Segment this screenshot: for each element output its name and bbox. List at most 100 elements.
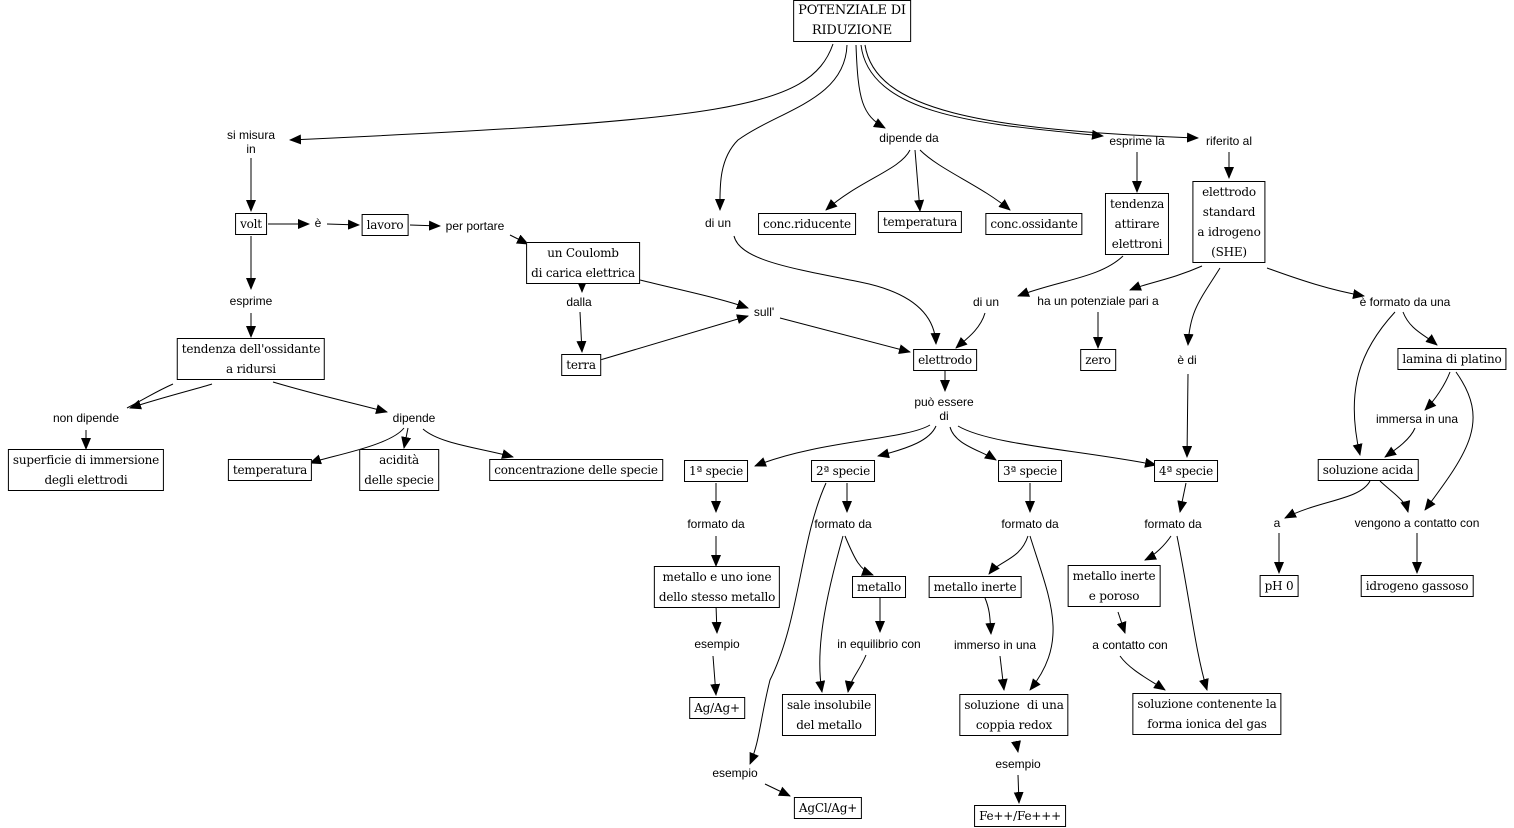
connector-arrow: [1379, 480, 1411, 513]
concept-temperatura-1[interactable]: temperatura: [877, 211, 963, 233]
connector-arrow: [409, 220, 441, 231]
connector-arrow: [422, 428, 514, 459]
connector-arrow: [1182, 373, 1193, 458]
concept-4a-specie[interactable]: 4ª specie: [1154, 460, 1218, 482]
connector-arrow: [754, 424, 931, 467]
connector-arrow: [733, 235, 941, 345]
connector-arrow: [997, 655, 1008, 691]
concept-temperatura-2[interactable]: temperatura: [227, 459, 313, 481]
concept-sale-insolubile[interactable]: sale insolubile del metallo: [781, 694, 877, 736]
link-formato-da-4[interactable]: formato da: [1144, 517, 1202, 531]
concept-metallo-e-ione[interactable]: metallo e uno ione dello stesso metallo: [653, 566, 781, 608]
link-esempio-3[interactable]: esempio: [995, 757, 1041, 771]
link-e-formato-da-una[interactable]: è formato da una: [1359, 295, 1451, 309]
concept-2a-specie[interactable]: 2ª specie: [811, 460, 875, 482]
connector-arrow: [1129, 265, 1203, 291]
connector-arrow: [1144, 535, 1172, 561]
link-riferito-al[interactable]: riferito al: [1205, 134, 1253, 148]
concept-tendenza-ossidante[interactable]: tendenza dell'ossidante a ridursi: [176, 338, 326, 380]
connector-arrow: [1402, 311, 1438, 346]
connector-arrow: [1011, 740, 1021, 753]
link-e-di[interactable]: è di: [1177, 353, 1197, 367]
connector-arrow: [509, 234, 529, 245]
link-immerso-in-una[interactable]: immerso in una: [953, 638, 1037, 652]
concept-lavoro[interactable]: lavoro: [361, 214, 409, 236]
connector-arrow: [919, 149, 1011, 211]
connector-arrow: [825, 149, 911, 211]
link-in-equilibrio-con[interactable]: in equilibrio con: [837, 637, 921, 651]
link-immersa-in-una[interactable]: immersa in una: [1375, 412, 1459, 426]
concept-soluzione-acida[interactable]: soluzione acida: [1317, 459, 1419, 481]
connector-arrow: [779, 317, 911, 355]
link-di-un-1[interactable]: di un: [704, 216, 732, 230]
concept-lamina-platino[interactable]: lamina di platino: [1397, 348, 1507, 370]
concept-tendenza-attirare-elettroni[interactable]: tendenza attirare elettroni: [1104, 193, 1170, 255]
link-dipende-da[interactable]: dipende da: [879, 131, 939, 145]
concept-volt[interactable]: volt: [235, 213, 267, 235]
connector-arrow: [1352, 311, 1396, 456]
link-esempio-2[interactable]: esempio: [712, 766, 758, 780]
concept-soluzione-forma-ionica-gas[interactable]: soluzione contenente la forma ionica del…: [1132, 693, 1282, 735]
concept-fe-fe[interactable]: Fe++/Fe+++: [974, 805, 1066, 827]
concept-zero[interactable]: zero: [1080, 349, 1116, 371]
connector-arrow: [984, 597, 996, 635]
link-esempio-1[interactable]: esempio: [694, 637, 740, 651]
concept-conc-riducente[interactable]: conc.riducente: [758, 213, 856, 235]
connector-arrow: [711, 604, 722, 634]
concept-acidita-specie[interactable]: acidità delle specie: [359, 449, 439, 491]
concept-potenziale-di-riduzione[interactable]: POTENZIALE DI RIDUZIONE: [793, 0, 911, 42]
link-a-contatto-con[interactable]: a contatto con: [1092, 638, 1168, 652]
concept-agcl-ag[interactable]: AgCl/Ag+: [793, 797, 863, 819]
concept-1a-specie[interactable]: 1ª specie: [684, 460, 748, 482]
concept-soluzione-coppia-redox[interactable]: soluzione di una coppia redox: [959, 694, 1069, 736]
connector-arrow: [764, 783, 791, 797]
connector-arrow: [1424, 371, 1474, 511]
concept-conc-ossidante[interactable]: conc.ossidante: [985, 213, 1083, 235]
link-dalla[interactable]: dalla: [566, 295, 592, 309]
connector-arrow: [914, 149, 925, 212]
concept-elettrodo[interactable]: elettrodo: [913, 349, 977, 371]
concept-un-coulomb[interactable]: un Coulomb di carica elettrica: [526, 242, 640, 284]
link-dipende[interactable]: dipende: [392, 411, 436, 425]
connector-arrow: [1177, 482, 1188, 513]
concept-metallo[interactable]: metallo: [852, 576, 906, 598]
connector-arrow: [1266, 267, 1365, 300]
link-per-portare[interactable]: per portare: [445, 219, 505, 233]
connector-arrow: [639, 279, 749, 310]
concept-idrogeno-gassoso[interactable]: idrogeno gassoso: [1360, 575, 1474, 597]
connector-arrow: [877, 425, 937, 459]
link-formato-da-3[interactable]: formato da: [1001, 517, 1059, 531]
concept-superficie-immersione[interactable]: superficie di immersione degli elettrodi: [7, 449, 165, 491]
connector-arrow: [576, 311, 587, 353]
concept-3a-specie[interactable]: 3ª specie: [998, 460, 1062, 482]
link-formato-da-2[interactable]: formato da: [814, 517, 872, 531]
link-a[interactable]: a: [1273, 516, 1281, 530]
connector-arrow: [844, 654, 867, 693]
concept-terra[interactable]: terra: [561, 354, 601, 376]
concept-ag-ag[interactable]: Ag/Ag+: [689, 697, 745, 719]
concept-elettrodo-standard-idrogeno[interactable]: elettrodo standard a idrogeno (SHE): [1192, 181, 1266, 263]
link-esprime[interactable]: esprime: [229, 294, 273, 308]
link-esprime-la[interactable]: esprime la: [1109, 134, 1165, 148]
concept-metallo-inerte-poroso[interactable]: metallo inerte e poroso: [1067, 565, 1161, 607]
connector-arrow: [815, 535, 844, 693]
link-formato-da-1[interactable]: formato da: [687, 517, 745, 531]
concept-concentrazione-specie[interactable]: concentrazione delle specie: [489, 459, 663, 481]
link-di-un-2[interactable]: di un: [972, 295, 1000, 309]
link-vengono-a-contatto[interactable]: vengono a contatto con: [1354, 516, 1480, 530]
concept-metallo-inerte[interactable]: metallo inerte: [928, 576, 1022, 598]
link-ha-un-potenziale[interactable]: ha un potenziale pari a: [1037, 294, 1159, 308]
connector-arrow: [326, 219, 360, 230]
link-si-misura-in[interactable]: si misura in: [226, 128, 276, 156]
connector-arrow: [1284, 480, 1371, 519]
link-sull[interactable]: sull': [753, 305, 775, 319]
connector-arrow: [864, 44, 1199, 143]
concept-ph-0[interactable]: pH 0: [1259, 575, 1299, 597]
link-non-dipende[interactable]: non dipende: [52, 411, 120, 425]
connector-arrow: [272, 381, 388, 414]
connector-arrow: [949, 426, 997, 461]
link-e[interactable]: è: [314, 216, 322, 230]
connector-arrow: [714, 44, 848, 211]
link-puo-essere-di[interactable]: può essere di: [914, 395, 974, 423]
